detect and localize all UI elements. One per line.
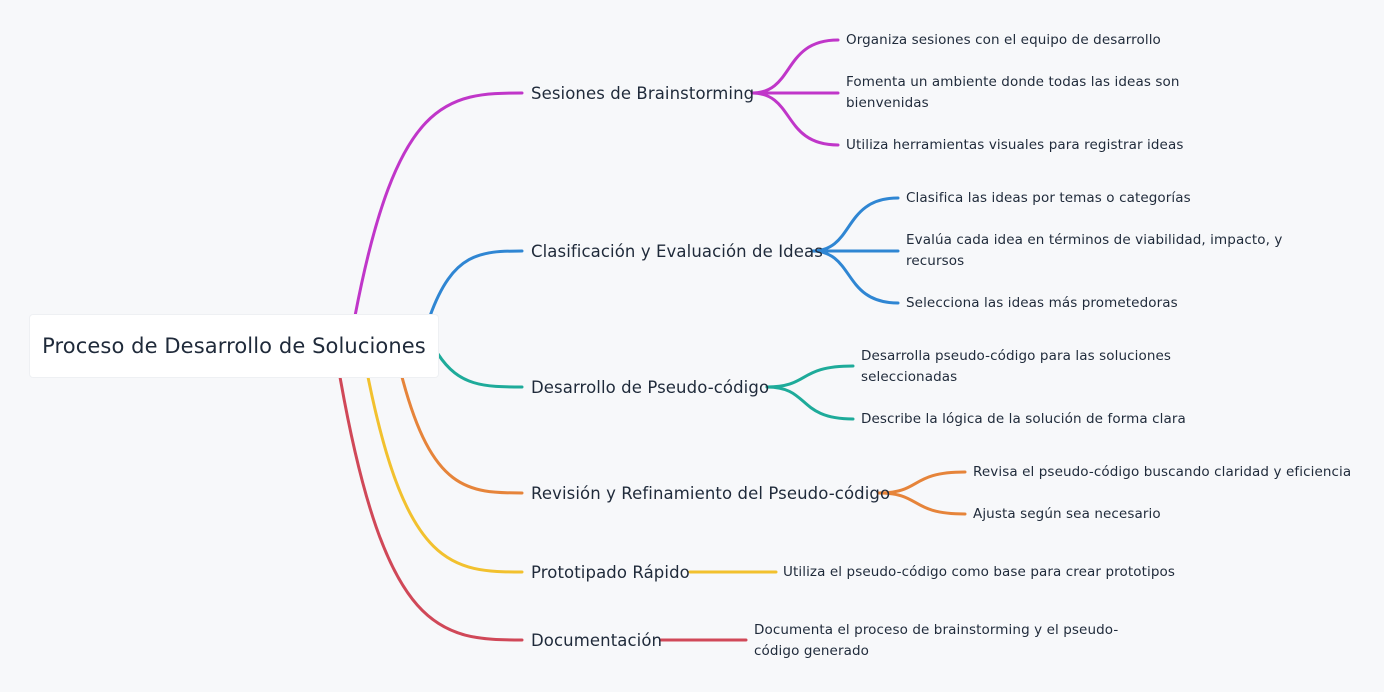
leaf-revision-revisa[interactable]: Revisa el pseudo-código buscando clarida… [973,464,1352,480]
branch-to-leaf-line [750,91,840,147]
branch-to-leaf-line [877,470,967,495]
leaf-brainstorming-utiliza[interactable]: Utiliza herramientas visuales para regis… [846,137,1184,153]
branch-to-leaf-line [750,38,840,95]
branch-to-leaf-line [765,364,855,389]
branch-label-brainstorming[interactable]: Sesiones de Brainstorming [531,84,755,103]
root-to-branch-line [338,375,524,642]
root-to-branch-line [353,91,524,318]
branch-to-leaf-line [765,385,855,421]
leaf-clasificacion-selecciona[interactable]: Selecciona las ideas más prometedoras [906,295,1178,311]
branch-label-clasificacion[interactable]: Clasificación y Evaluación de Ideas [531,242,823,261]
leaf-documentacion-documenta[interactable]: Documenta el proceso de brainstorming y … [754,622,1119,659]
branch-to-leaf-line [810,196,900,253]
branch-label-pseudocodigo[interactable]: Desarrollo de Pseudo-código [531,378,770,397]
branch-to-leaf-line [877,491,967,516]
leaf-brainstorming-organiza[interactable]: Organiza sesiones con el equipo de desar… [846,32,1161,48]
leaf-prototipado-utiliza[interactable]: Utiliza el pseudo-código como base para … [783,564,1176,580]
root-label: Proceso de Desarrollo de Soluciones [42,334,426,358]
branch-label-documentacion[interactable]: Documentación [531,631,663,650]
branch-label-prototipado[interactable]: Prototipado Rápido [531,563,690,582]
leaf-clasificacion-evalua[interactable]: Evalúa cada idea en términos de viabilid… [906,232,1283,269]
leaf-revision-ajusta[interactable]: Ajusta según sea necesario [973,506,1161,522]
root-node[interactable]: Proceso de Desarrollo de Soluciones [30,315,438,377]
leaf-pseudocodigo-desarrolla[interactable]: Desarrolla pseudo-código para las soluci… [861,348,1172,385]
branch-label-revision[interactable]: Revisión y Refinamiento del Pseudo-códig… [531,484,891,503]
root-to-branch-line [428,249,524,318]
root-to-branch-line [436,352,524,389]
root-to-branch-line [366,375,524,574]
branch-to-leaf-line [810,249,900,305]
leaf-brainstorming-fomenta[interactable]: Fomenta un ambiente donde todas las idea… [846,74,1180,111]
leaf-pseudocodigo-describe[interactable]: Describe la lógica de la solución de for… [861,411,1186,427]
leaf-clasificacion-clasifica[interactable]: Clasifica las ideas por temas o categorí… [906,190,1191,206]
root-to-branch-line [400,375,524,495]
